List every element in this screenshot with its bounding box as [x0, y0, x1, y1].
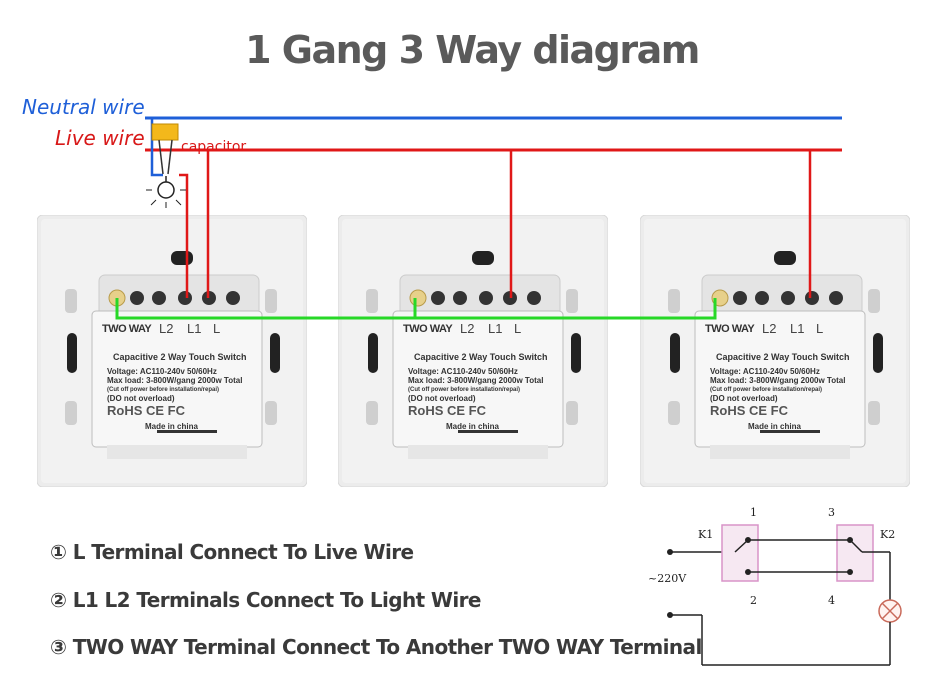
- terminal-l-label: L: [816, 321, 824, 336]
- schematic-node-4: 4: [828, 594, 835, 607]
- panel-max-load: Max load: 3-800W/gang 2000w Total: [408, 376, 544, 385]
- terminal-l1-label: L1: [790, 321, 805, 336]
- three-way-schematic: K1 K2 1 2 3 4 ~220V: [640, 500, 940, 690]
- panel-max-load: Max load: 3-800W/gang 2000w Total: [710, 376, 846, 385]
- terminal-l2-label: L2: [159, 321, 174, 336]
- panel-product-name: Capacitive 2 Way Touch Switch: [414, 352, 548, 362]
- panel-voltage: Voltage: AC110-240v 50/60Hz: [408, 367, 518, 376]
- terminal-l2-label: L2: [762, 321, 777, 336]
- capacitor-icon: [151, 123, 179, 141]
- panel-voltage: Voltage: AC110-240v 50/60Hz: [710, 367, 820, 376]
- panel-warning-overload: (DO not overload): [408, 394, 476, 403]
- instruction-2: ② L1 L2 Terminals Connect To Light Wire: [50, 588, 481, 612]
- neutral-wire-label: Neutral wire: [22, 95, 145, 119]
- switch-panel-2: TWO WAY L2 L1 L Capacitive 2 Way Touch S…: [338, 215, 608, 487]
- panel-made-in: Made in china: [748, 422, 801, 431]
- schematic-node-2: 2: [750, 594, 757, 607]
- switch-panel-graphic: [37, 215, 307, 487]
- light-bulb-icon: [146, 176, 186, 208]
- terminal-l1-label: L1: [488, 321, 503, 336]
- instruction-1: ① L Terminal Connect To Live Wire: [50, 540, 414, 564]
- schematic-voltage-label: ~220V: [648, 572, 687, 585]
- panel-max-load: Max load: 3-800W/gang 2000w Total: [107, 376, 243, 385]
- panel-product-name: Capacitive 2 Way Touch Switch: [716, 352, 850, 362]
- terminal-l-label: L: [213, 321, 221, 336]
- panel-warning-overload: (DO not overload): [710, 394, 778, 403]
- panel-warning-power: (Cut off power before installation/repai…: [107, 387, 220, 393]
- live-wire-label: Live wire: [55, 126, 145, 150]
- panel-warning-power: (Cut off power before installation/repai…: [408, 387, 521, 393]
- panel-brand: TWO WAY: [102, 323, 152, 335]
- panel-brand: TWO WAY: [403, 323, 453, 335]
- panel-warning-power: (Cut off power before installation/repai…: [710, 387, 823, 393]
- schematic-node-3: 3: [828, 506, 835, 519]
- panel-made-in: Made in china: [145, 422, 198, 431]
- diagram-title: 1 Gang 3 Way diagram: [245, 28, 700, 72]
- terminal-l-label: L: [514, 321, 522, 336]
- neutral-to-lamp-wire: [150, 118, 163, 177]
- schematic-k1-label: K1: [698, 528, 714, 541]
- schematic-node-1: 1: [750, 506, 757, 519]
- panel-certifications: RoHS CE FC: [710, 403, 788, 418]
- capacitor-lead-right: [167, 139, 173, 175]
- capacitor-lead-left: [158, 139, 164, 175]
- terminal-l1-label: L1: [187, 321, 202, 336]
- capacitor-label: capacitor: [181, 139, 247, 155]
- panel-made-in: Made in china: [446, 422, 499, 431]
- terminal-l2-label: L2: [460, 321, 475, 336]
- panel-voltage: Voltage: AC110-240v 50/60Hz: [107, 367, 217, 376]
- switch-panel-3: TWO WAY L2 L1 L Capacitive 2 Way Touch S…: [640, 215, 910, 487]
- panel-certifications: RoHS CE FC: [408, 403, 486, 418]
- schematic-k2-label: K2: [880, 528, 896, 541]
- instruction-3: ③ TWO WAY Terminal Connect To Another TW…: [50, 635, 702, 659]
- switch-panel-graphic: [640, 215, 910, 487]
- switch-panel-graphic: [338, 215, 608, 487]
- panel-product-name: Capacitive 2 Way Touch Switch: [113, 352, 247, 362]
- panel-warning-overload: (DO not overload): [107, 394, 175, 403]
- switch-panel-1: TWO WAY L2 L1 L Capacitive 2 Way Touch S…: [37, 215, 307, 487]
- panel-certifications: RoHS CE FC: [107, 403, 185, 418]
- panel-brand: TWO WAY: [705, 323, 755, 335]
- schematic-drawing: [667, 524, 902, 666]
